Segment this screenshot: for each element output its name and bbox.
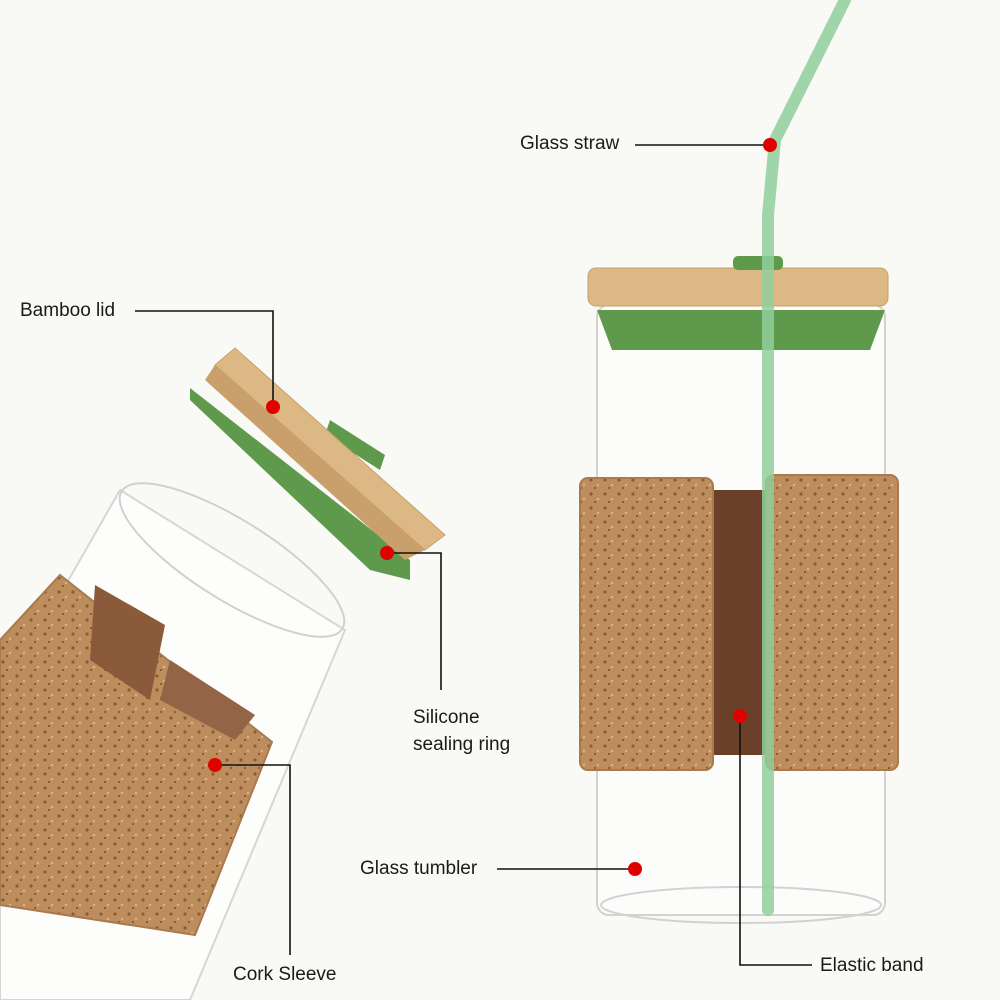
marker-glass-tumbler <box>628 862 642 876</box>
label-silicone-line1: Silicone <box>413 707 480 728</box>
glass-straw <box>762 0 851 916</box>
marker-cork-sleeve <box>208 758 222 772</box>
label-elastic-band: Elastic band <box>820 955 924 976</box>
floating-lid <box>190 347 446 580</box>
marker-elastic-band <box>733 709 747 723</box>
label-glass-straw: Glass straw <box>520 133 620 154</box>
marker-dots <box>208 138 777 876</box>
label-bamboo-lid: Bamboo lid <box>20 300 116 321</box>
marker-glass-straw <box>763 138 777 152</box>
label-cork-sleeve: Cork Sleeve <box>233 964 337 985</box>
label-glass-tumbler: Glass tumbler <box>360 858 478 879</box>
marker-bamboo-lid <box>266 400 280 414</box>
leader-lines <box>135 144 812 966</box>
marker-silicone-ring <box>380 546 394 560</box>
tilted-tumbler <box>0 482 347 1000</box>
upright-tumbler <box>579 256 899 924</box>
label-silicone-line2: sealing ring <box>413 734 511 755</box>
